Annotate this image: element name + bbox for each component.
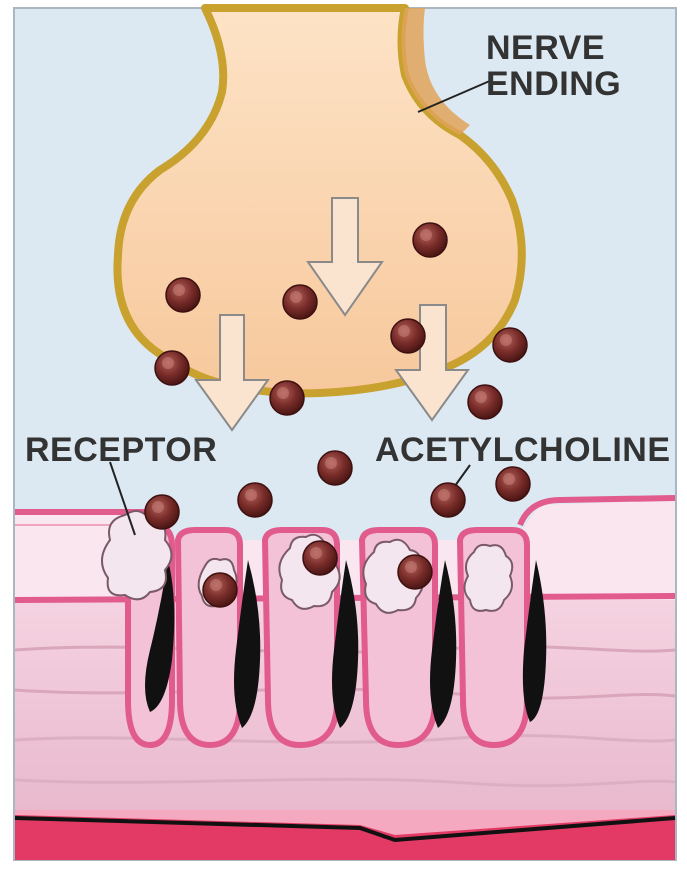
acetylcholine-molecule [493,328,527,362]
acetylcholine-molecule [203,573,237,607]
acetylcholine-molecule [496,467,530,501]
acetylcholine-molecule [318,451,352,485]
acetylcholine-molecule [270,381,304,415]
acetylcholine-molecule [303,541,337,575]
acetylcholine-molecule [398,555,432,589]
acetylcholine-molecule [238,483,272,517]
acetylcholine-molecule [155,351,189,385]
acetylcholine-molecule [431,483,465,517]
acetylcholine-molecule [391,319,425,353]
receptor-label: RECEPTOR [25,432,217,468]
nerve-ending-label-line1: NERVE [486,30,621,66]
nerve-ending-label-line2: ENDING [486,66,621,102]
acetylcholine-molecule [145,495,179,529]
acetylcholine-molecule [468,385,502,419]
acetylcholine-molecule [283,285,317,319]
acetylcholine-molecule [166,278,200,312]
nerve-ending-label: NERVE ENDING [486,30,621,102]
acetylcholine-molecule [413,223,447,257]
acetylcholine-label: ACETYLCHOLINE [375,432,671,468]
